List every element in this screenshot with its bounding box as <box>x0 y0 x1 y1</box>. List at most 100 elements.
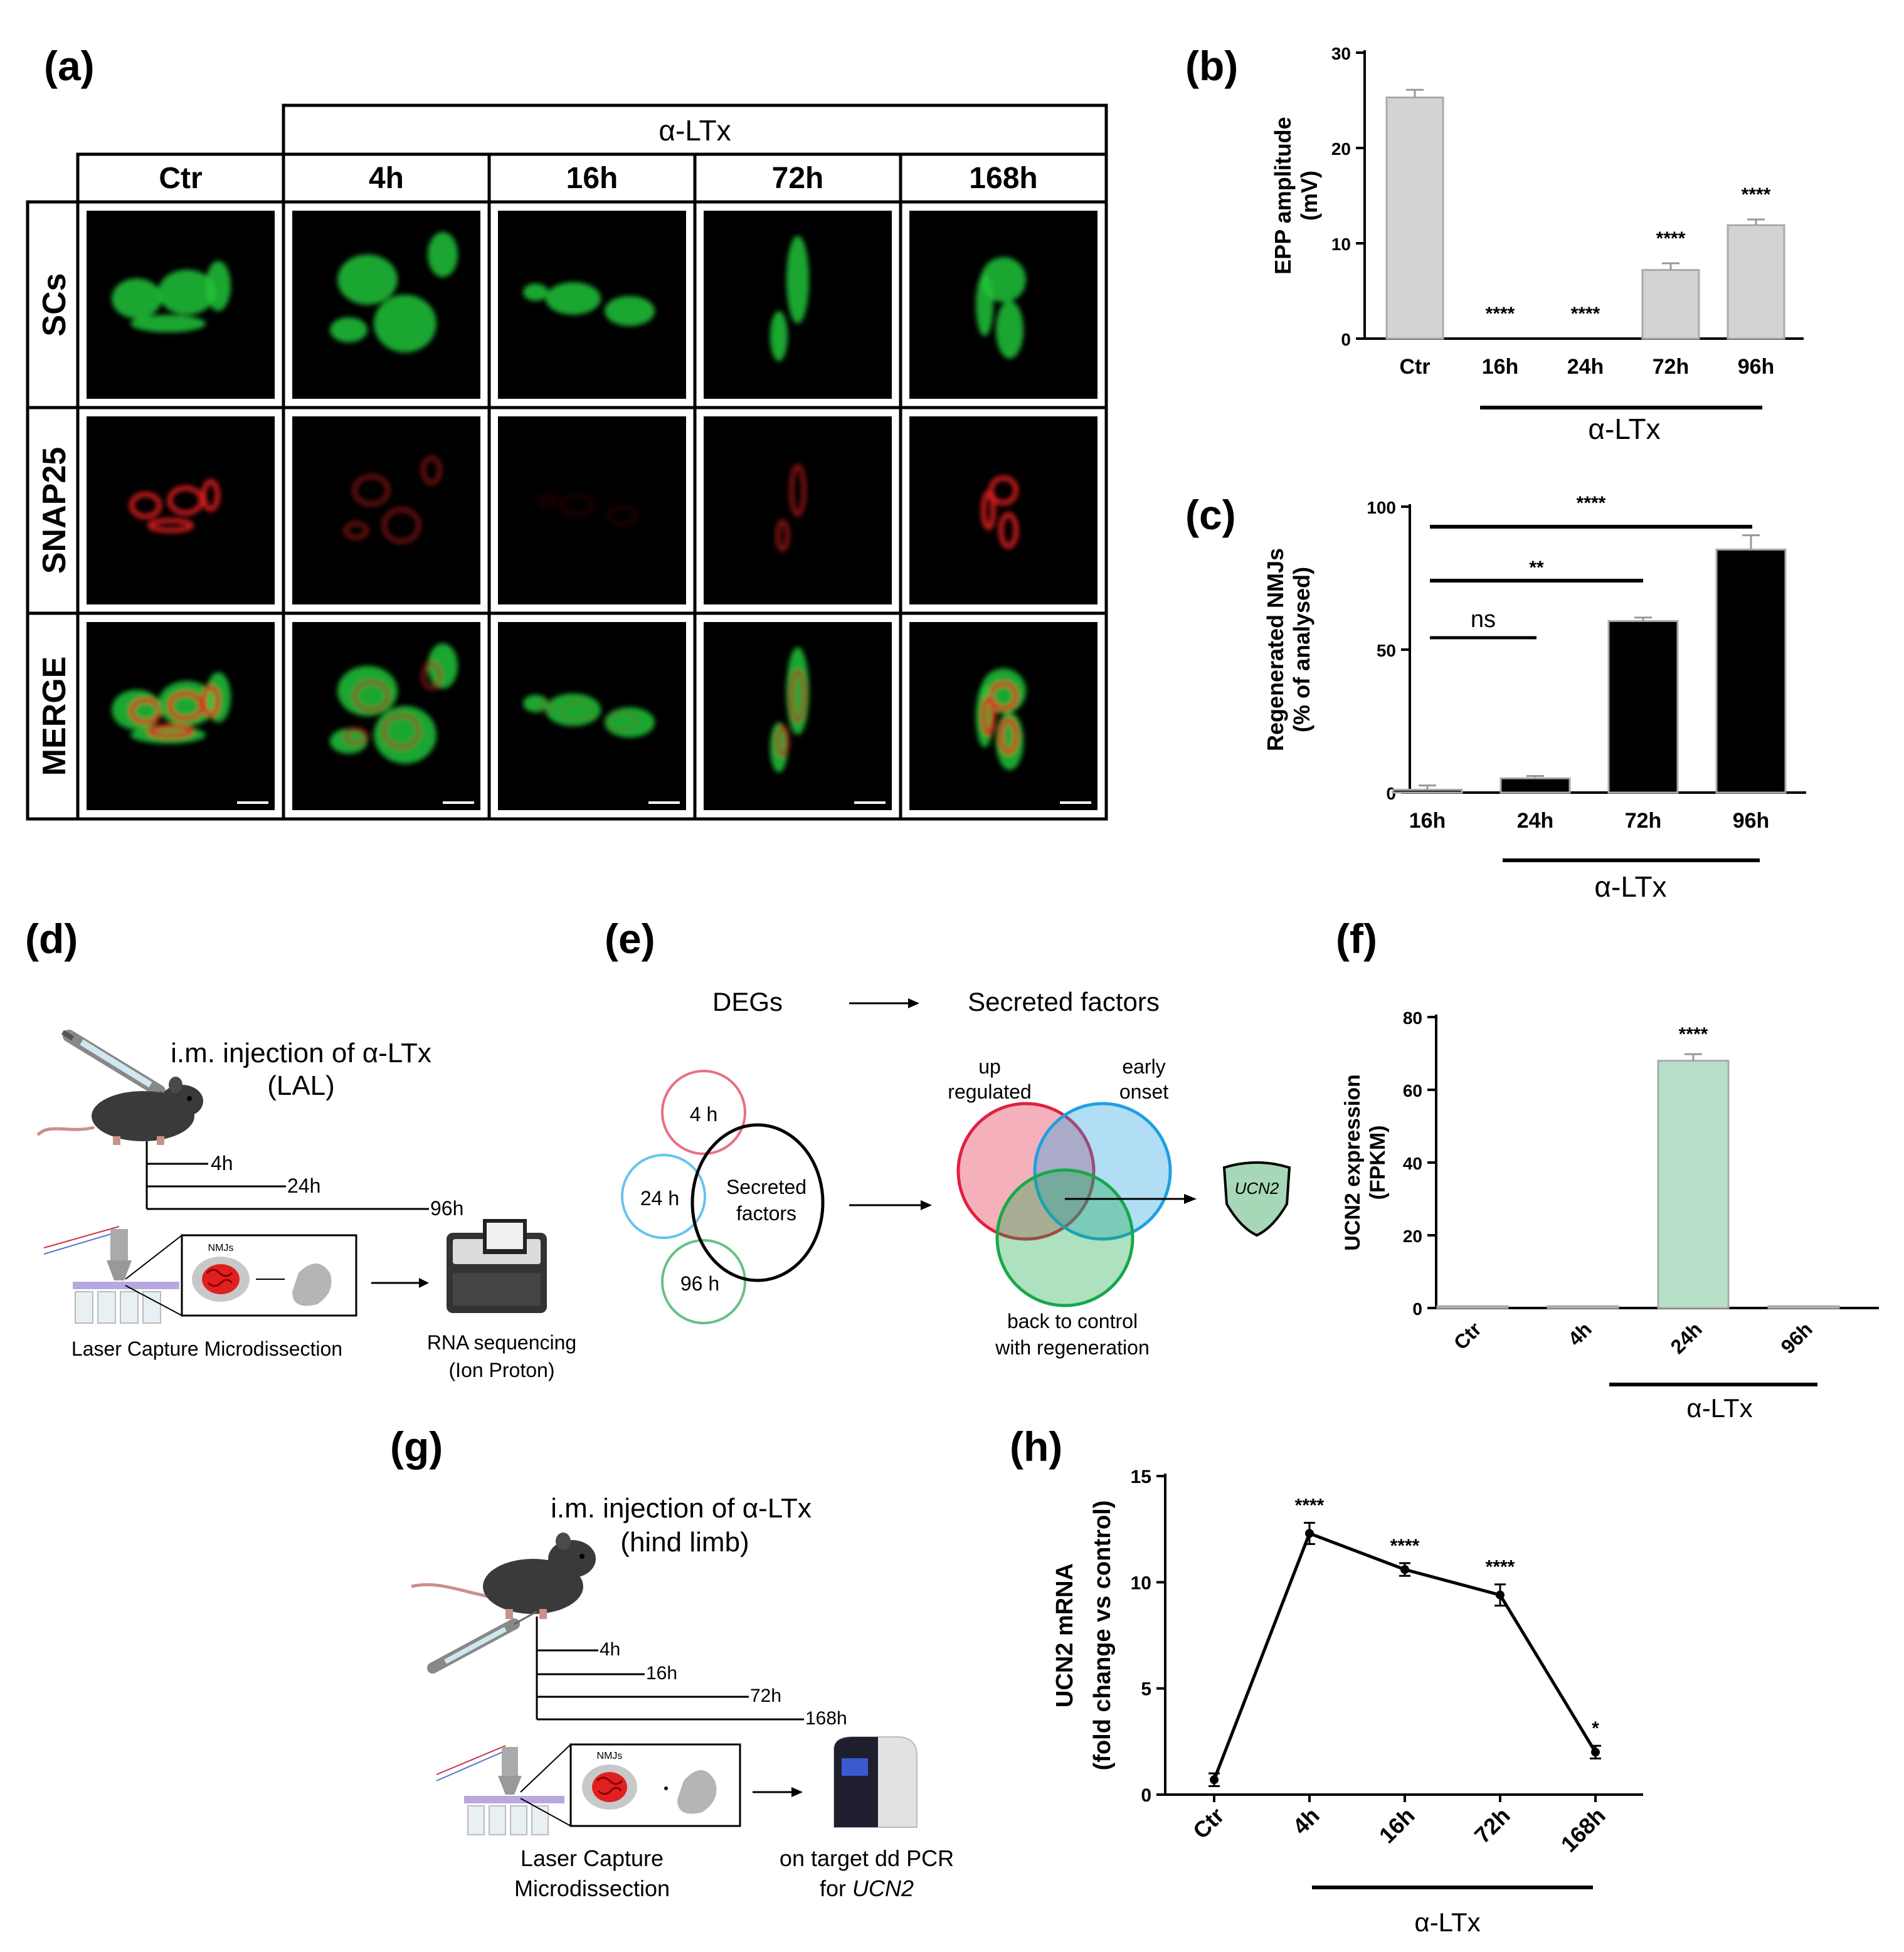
data-point-16h <box>1400 1565 1409 1575</box>
y-axis-label-line1: UCN2 mRNA <box>1052 1563 1078 1707</box>
circle-96h <box>661 1239 746 1324</box>
panel-label-a: (a) <box>44 43 95 89</box>
scs-signal <box>112 690 162 730</box>
ucn2-shield-label: UCN2 <box>1235 1179 1279 1198</box>
scs-signal <box>605 296 655 326</box>
venn-early-onset <box>1033 1102 1172 1241</box>
x-tick-label: 16h <box>1374 1803 1420 1849</box>
chart-b-group-label: α-LTx <box>1588 413 1660 445</box>
pcr-label-line2: for UCN2 <box>820 1876 914 1901</box>
panel-d-title-line1: i.m. injection of α-LTx <box>171 1038 431 1068</box>
y-tick-label: 50 <box>1377 641 1396 660</box>
significance-label: **** <box>1571 303 1600 324</box>
up-line1: up <box>978 1055 1001 1078</box>
x-tick-label: Ctr <box>1399 355 1430 379</box>
micrograph-signal-1-1 <box>343 455 443 544</box>
d-time-24h: 24h <box>287 1174 320 1197</box>
microscope-icon-g <box>436 1744 571 1835</box>
scs-signal <box>428 232 458 277</box>
row-label-snap25: SNAP25 <box>36 447 73 574</box>
lcm-label-g-line2: Microdissection <box>514 1876 670 1901</box>
bar-4h <box>1547 1305 1619 1309</box>
y-tick-label: 0 <box>1386 784 1396 803</box>
x-tick-label: 72h <box>1653 355 1690 379</box>
x-tick-label: 96h <box>1777 1317 1817 1358</box>
data-point-4h <box>1305 1529 1314 1538</box>
early-line1: early <box>1122 1055 1165 1078</box>
micrograph-1-4 <box>909 416 1097 604</box>
snap25-signal <box>559 699 595 723</box>
snap25-signal <box>606 504 638 527</box>
col-header-ctr: Ctr <box>159 162 202 195</box>
snap25-signal <box>381 712 421 750</box>
chart-h-group-label: α-LTx <box>1414 1907 1480 1937</box>
micrograph-signal-1-0 <box>129 479 220 533</box>
scs-signal <box>523 283 548 301</box>
micrograph-signal-1-3 <box>775 463 807 552</box>
scs-signal <box>546 282 601 315</box>
y-tick-label: 20 <box>1331 139 1351 159</box>
data-point-72h <box>1496 1590 1505 1600</box>
snap25-signal <box>129 697 162 725</box>
snap25-signal <box>988 475 1018 505</box>
x-tick-label: 4h <box>1563 1317 1596 1350</box>
y-axis-label-line2: (fold change vs control) <box>1089 1501 1116 1771</box>
lcm-inset-box <box>181 1234 357 1317</box>
scs-signal <box>786 236 809 324</box>
chart-c-group-label: α-LTx <box>1594 870 1666 903</box>
micrograph-signal-0-1 <box>330 232 458 352</box>
micrograph-signal-2-3 <box>770 647 809 773</box>
circle-24h <box>621 1154 706 1239</box>
significance-label: **** <box>1486 303 1515 324</box>
snap25-signal <box>343 521 369 540</box>
snap25-signal <box>343 727 369 746</box>
scs-signal <box>996 301 1023 359</box>
bar-72h <box>1641 269 1700 340</box>
g-time-72h: 72h <box>750 1686 781 1706</box>
y-tick-label: 100 <box>1367 498 1396 517</box>
micrograph-signal-2-4 <box>976 668 1026 770</box>
snap25-signal <box>167 485 204 515</box>
panel-label-e: (e) <box>605 915 655 962</box>
lcm-label-g-line1: Laser Capture <box>521 1845 664 1871</box>
x-tick-label: Ctr <box>1188 1803 1229 1844</box>
scs-signal <box>337 255 398 305</box>
col-header-16h: 16h <box>566 162 618 195</box>
comparison-ns: ns <box>1471 606 1496 633</box>
bar-96h <box>1767 1305 1840 1309</box>
micrograph-signal-2-1 <box>330 643 458 764</box>
bar-16h <box>1392 788 1463 794</box>
x-tick-label: 4h <box>1288 1803 1325 1840</box>
pcr-prefix: for <box>820 1876 852 1901</box>
data-point-168h <box>1591 1748 1600 1757</box>
syringe-icon-g <box>427 1610 537 1674</box>
bar-96h <box>1727 224 1785 340</box>
y-tick-label: 20 <box>1403 1227 1422 1246</box>
x-tick-label: 168h <box>1556 1803 1610 1857</box>
alpha-ltx-header: α-LTx <box>658 114 731 147</box>
tissue-fragment-icon-g <box>677 1770 717 1814</box>
g-time-16h: 16h <box>646 1663 677 1684</box>
back-line1: back to control <box>1007 1310 1138 1332</box>
y-axis-label-line2: (% of analysed) <box>1289 567 1314 732</box>
comparison-double-star: ** <box>1529 557 1544 578</box>
snap25-signal <box>201 685 220 717</box>
y-tick-label: 10 <box>1131 1573 1151 1593</box>
nmj-tissue-icon-g <box>582 1765 637 1810</box>
snap25-signal <box>167 691 204 721</box>
panel-label-b: (b) <box>1185 43 1238 89</box>
sequencer-icon <box>447 1219 547 1313</box>
x-tick-label: 72h <box>1625 809 1662 833</box>
bar-Ctr <box>1436 1305 1509 1309</box>
significance-label: **** <box>1679 1024 1708 1045</box>
circle-96h-label: 96 h <box>680 1272 719 1295</box>
micrograph-signal-0-0 <box>112 261 231 332</box>
col-header-168h: 168h <box>969 162 1037 195</box>
secreted-line2: factors <box>736 1202 796 1225</box>
y-tick-label: 0 <box>1412 1299 1422 1319</box>
pcr-label-line1: on target dd PCR <box>780 1845 954 1871</box>
panel-a-grid: α-LTx Ctr 4h 16h 72h 168h SCs SNAP25 MER… <box>26 103 1108 821</box>
y-axis-label-line2: (FPKM) <box>1366 1126 1390 1200</box>
bar-24h <box>1657 1060 1730 1309</box>
